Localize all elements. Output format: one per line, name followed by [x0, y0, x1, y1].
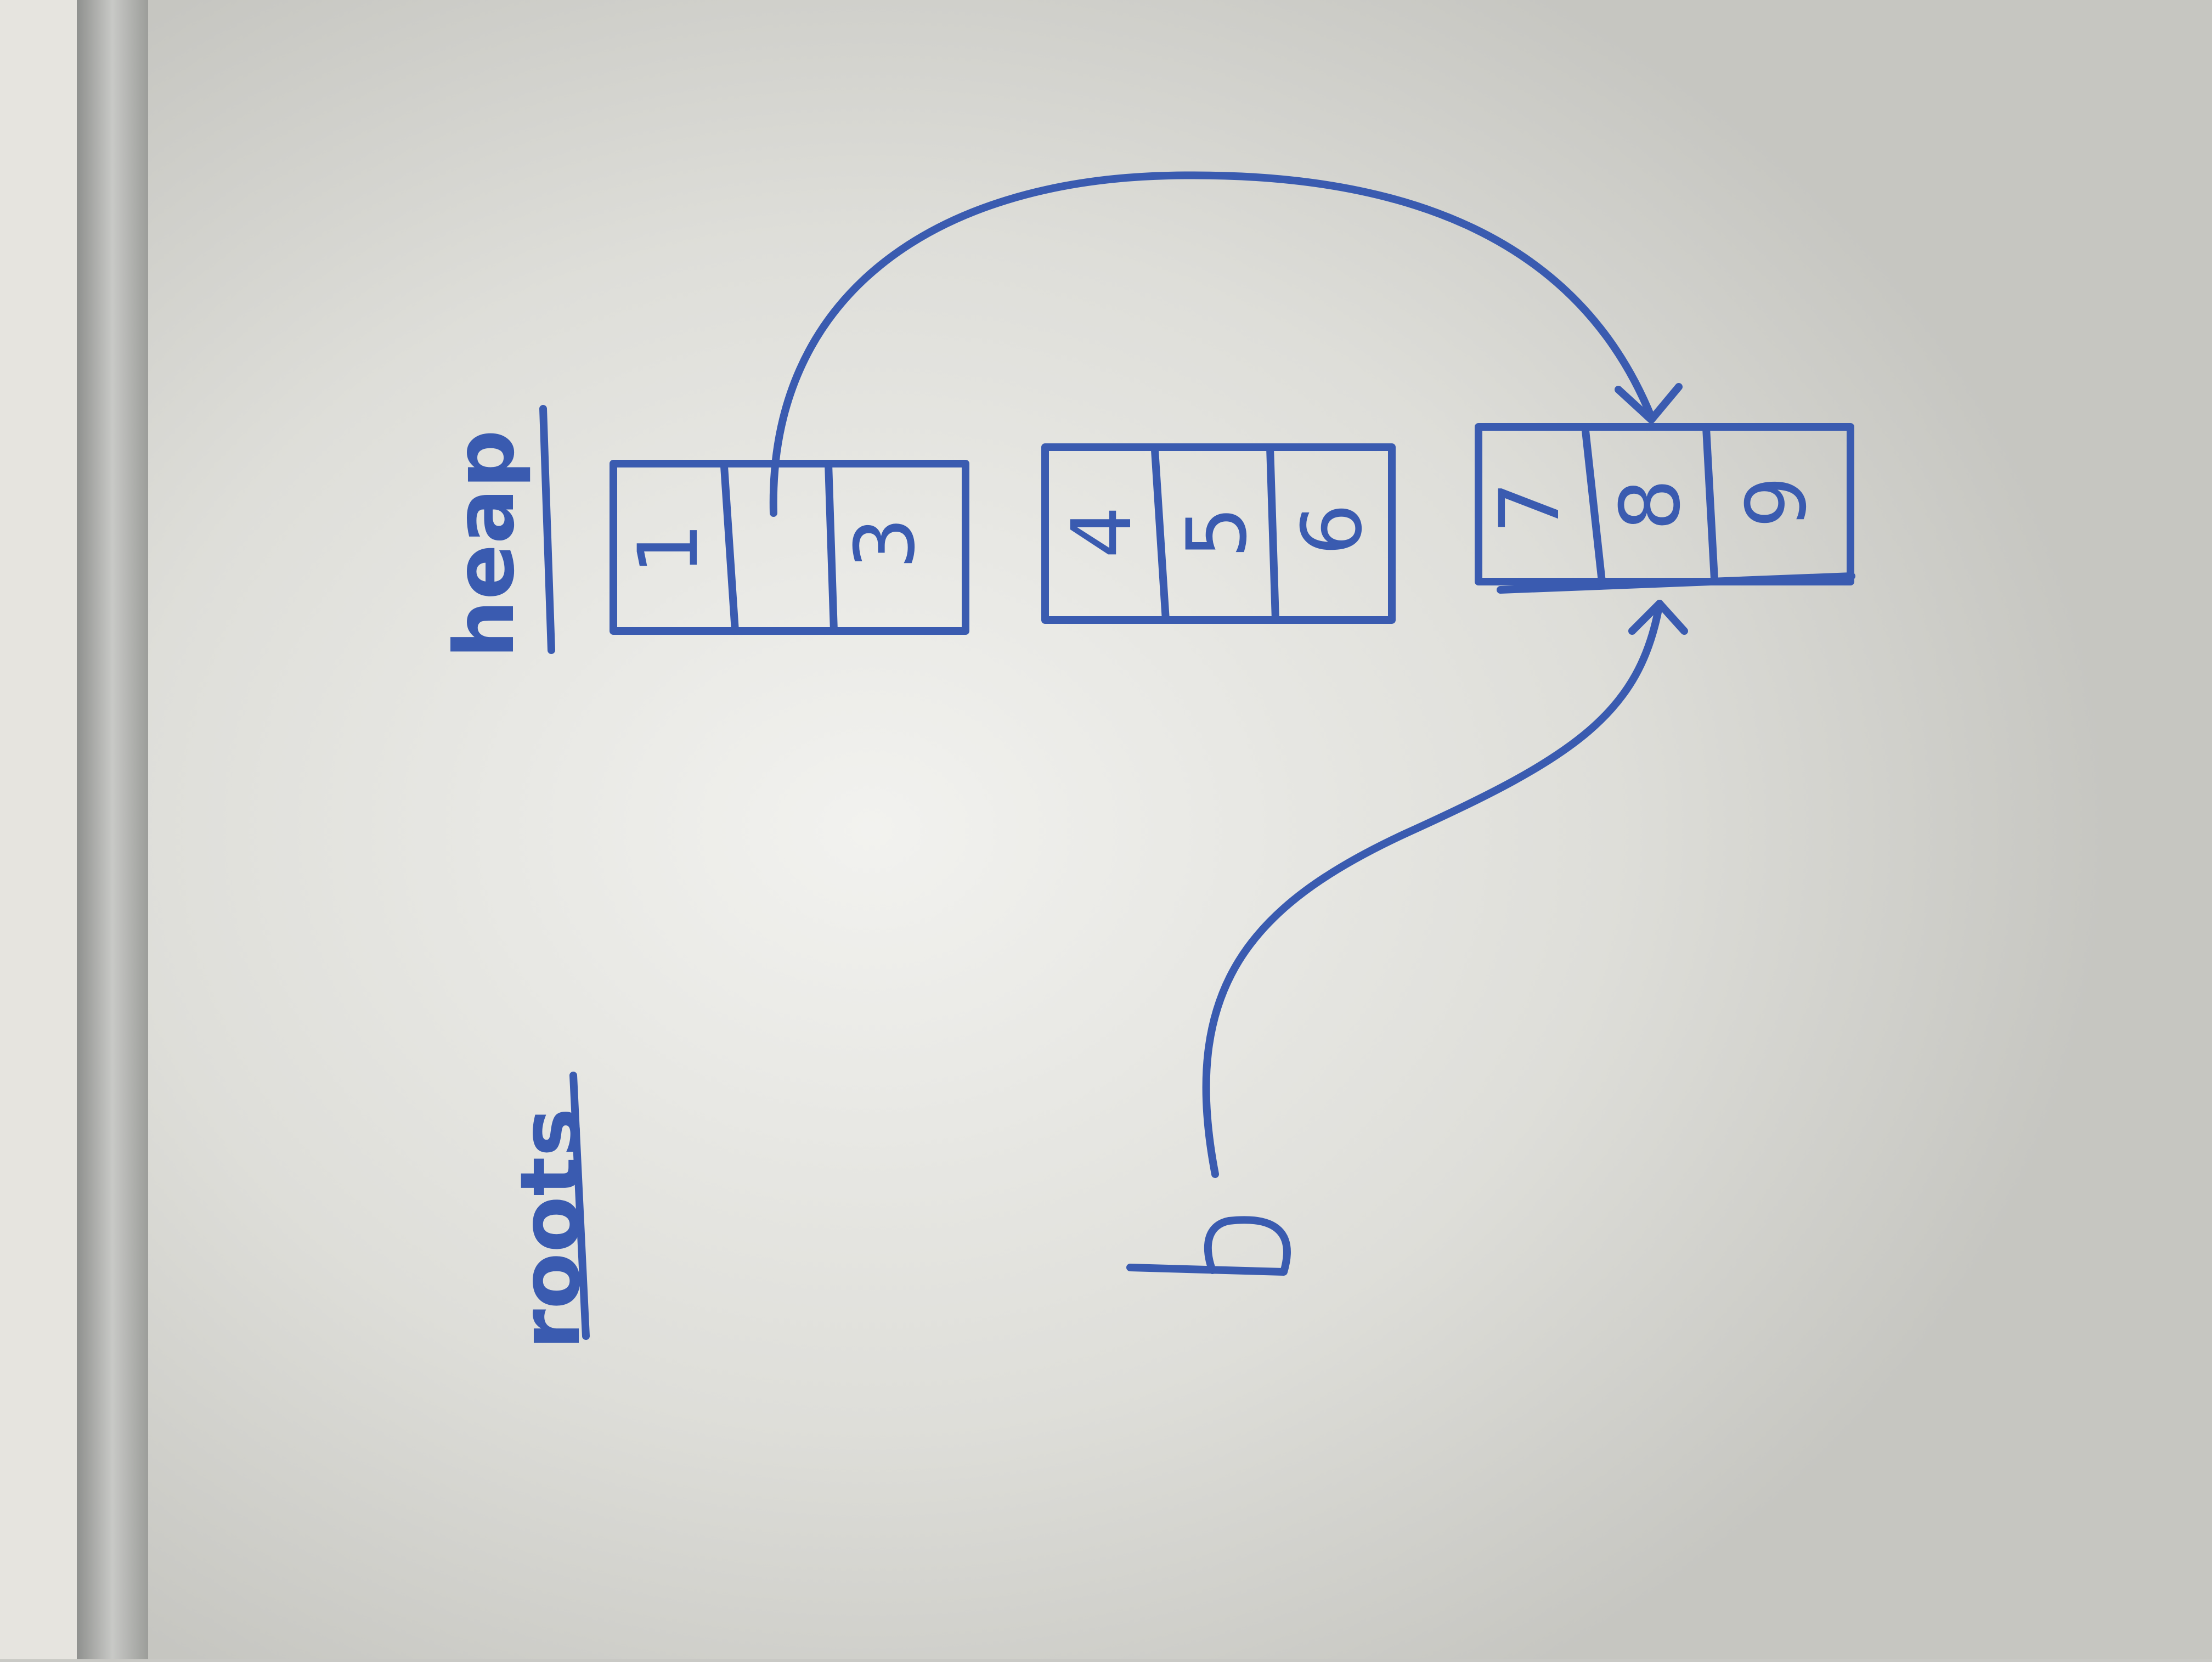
- cell-3-2: 8: [1603, 478, 1699, 531]
- heap-block-2: [1041, 443, 1396, 624]
- cell-2-3: 6: [1285, 503, 1380, 555]
- cell-2-1: 4: [1054, 506, 1150, 558]
- heap-block-2-divider-1: [1151, 446, 1170, 624]
- cell-1-1: 1: [621, 522, 716, 574]
- heap-underline: [539, 405, 555, 654]
- heap-block-1-divider-2: [825, 460, 838, 635]
- roots-label: roots: [503, 1108, 599, 1350]
- cell-3-1: 7: [1482, 481, 1578, 533]
- cell-1-3: 3: [838, 517, 933, 569]
- board-text: heap roots 1 3 4 5 6 7 8 9: [437, 430, 1825, 1350]
- pointer-heap-to-8-arrowhead: [1615, 383, 1683, 424]
- heap-block-3-divider-1: [1582, 427, 1606, 585]
- heap-block-1-divider-1: [720, 463, 739, 635]
- wall: [0, 0, 82, 1659]
- roots-underline: [569, 1072, 590, 1340]
- heap-block-1: [610, 460, 969, 635]
- heap-block-3-divider-2: [1702, 424, 1718, 583]
- heap-block-3-outline: [1475, 423, 1854, 585]
- marker-drawing: [539, 171, 1855, 1340]
- heap-block-2-divider-2: [1266, 443, 1279, 624]
- pointer-root-to-8-arrowhead: [1628, 600, 1688, 635]
- cell-2-2: 5: [1170, 506, 1265, 558]
- heap-block-2-outline: [1041, 443, 1396, 624]
- root-var-glyph: [1126, 1216, 1291, 1276]
- board-surface: [148, 0, 2212, 1659]
- heap-block-3: [1475, 423, 1854, 585]
- cell-3-3: 9: [1729, 476, 1825, 528]
- heap-block-1-outline: [610, 460, 969, 635]
- board-frame: [77, 0, 148, 1659]
- heap-label: heap: [437, 430, 533, 658]
- pointer-heap-to-8: [769, 171, 1655, 517]
- pointer-root-to-8: [1202, 600, 1663, 1178]
